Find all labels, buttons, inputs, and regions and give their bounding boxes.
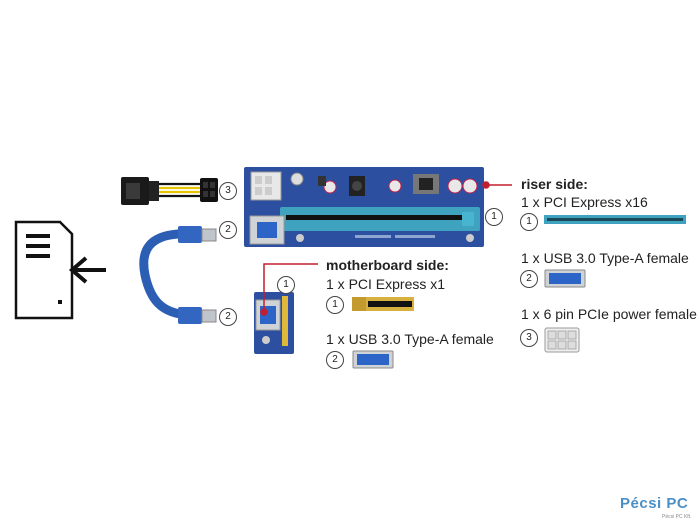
riser-item-1-label: 1 x PCI Express x16 bbox=[521, 194, 648, 210]
riser-board bbox=[244, 167, 484, 247]
six-pin-plug bbox=[200, 178, 218, 202]
pcie-x16-icon bbox=[544, 215, 686, 224]
pcie-x1-icon bbox=[352, 297, 414, 311]
document-with-arrow-icon bbox=[14, 220, 106, 320]
power-wires bbox=[159, 182, 200, 198]
marker-mb-slot: 1 bbox=[277, 276, 295, 294]
motherboard-item-1-label: 1 x PCI Express x1 bbox=[326, 276, 446, 292]
marker-mb-usb: 2 bbox=[219, 308, 237, 326]
usb-female-icon-motherboard bbox=[352, 350, 394, 369]
motherboard-item-1-num: 1 bbox=[326, 296, 344, 314]
riser-item-1-num: 1 bbox=[520, 213, 538, 231]
riser-item-2-label: 1 x USB 3.0 Type-A female bbox=[521, 250, 689, 266]
motherboard-item-2-num: 2 bbox=[326, 351, 344, 369]
motherboard-adapter bbox=[254, 292, 294, 354]
callout-lines bbox=[260, 181, 512, 316]
marker-riser-usb: 2 bbox=[219, 221, 237, 239]
motherboard-item-2-label: 1 x USB 3.0 Type-A female bbox=[326, 331, 494, 347]
usb-cable bbox=[139, 226, 217, 324]
riser-item-3-label: 1 x 6 pin PCIe power female bbox=[521, 306, 697, 322]
riser-item-2-num: 2 bbox=[520, 270, 538, 288]
motherboard-heading: motherboard side: bbox=[326, 257, 449, 273]
sata-connector bbox=[121, 177, 159, 205]
usb-female-icon-riser bbox=[544, 269, 586, 288]
marker-riser-slot: 1 bbox=[485, 208, 503, 226]
brand-logo: Pécsi PC bbox=[620, 495, 689, 512]
brand-subtitle: Pécsi PC Kft. bbox=[662, 514, 692, 520]
marker-power: 3 bbox=[219, 182, 237, 200]
six-pin-power-icon bbox=[544, 327, 580, 353]
riser-item-3-num: 3 bbox=[520, 329, 538, 347]
riser-heading: riser side: bbox=[521, 176, 588, 192]
